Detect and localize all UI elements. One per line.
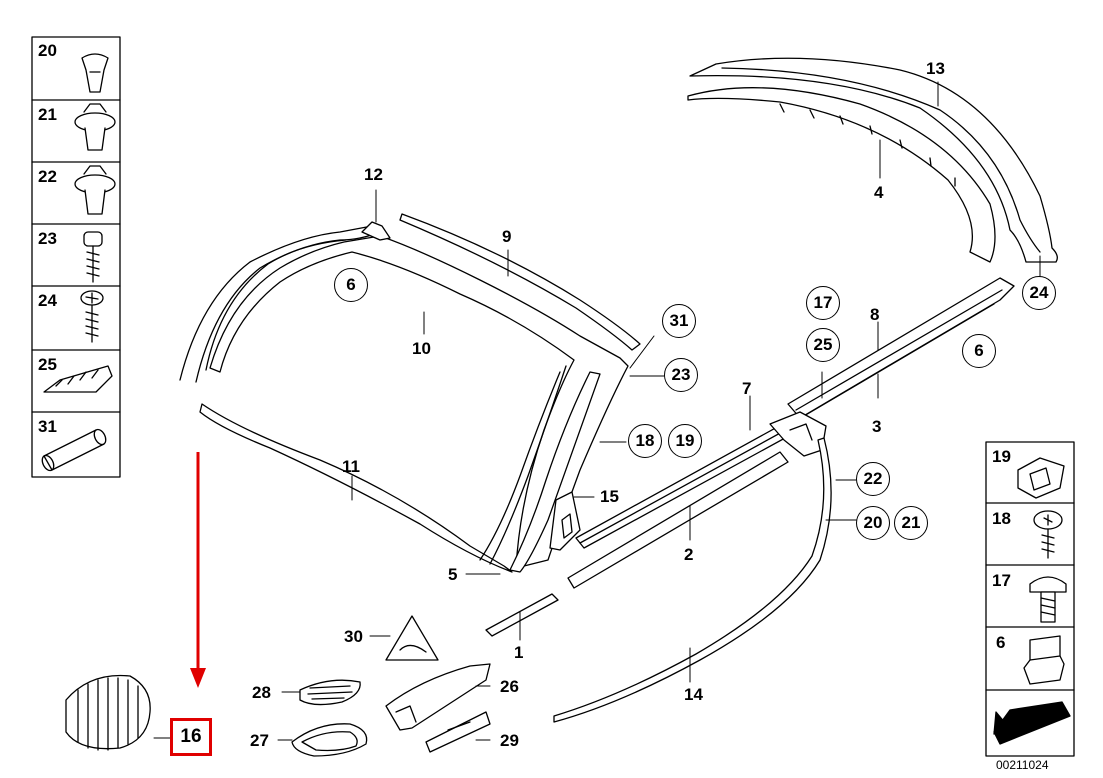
callout-3: 3 — [872, 417, 882, 436]
door-seal-2 — [567, 451, 789, 589]
callout-6-circle: 6 — [334, 268, 368, 302]
legend-left-frame — [31, 36, 121, 478]
diagram-id: 00211024 — [996, 758, 1049, 772]
callout-18-circle: 18 — [628, 424, 662, 458]
callout-20-circle: 20 — [856, 506, 890, 540]
expansion-clip-icon — [74, 103, 116, 151]
callout-15: 15 — [600, 487, 619, 506]
cylinder-pin-icon — [41, 428, 107, 472]
door-bracket — [769, 411, 827, 457]
torx-screw-icon — [1033, 510, 1063, 559]
bottom-seal-11 — [199, 403, 513, 573]
legend-right-num: 19 — [992, 447, 1011, 466]
door-seal-14 — [553, 437, 832, 723]
legend-right-num: 17 — [992, 571, 1011, 590]
callout-23-circle: 23 — [664, 358, 698, 392]
highlight-arrow — [190, 452, 206, 688]
windshield-seal — [179, 225, 381, 383]
arrow-stamp-icon — [993, 701, 1071, 745]
emblem-29 — [425, 711, 491, 753]
callout-22-circle: 22 — [856, 462, 890, 496]
callout-30: 30 — [344, 627, 363, 646]
side-grille-26 — [385, 663, 491, 731]
legend-right-num: 18 — [992, 509, 1011, 528]
push-rivet-icon — [1029, 576, 1067, 623]
callout-8: 8 — [870, 305, 880, 324]
callout-1: 1 — [514, 643, 524, 662]
clip-strip-icon — [43, 365, 113, 393]
bezel-27 — [291, 723, 368, 757]
callout-28: 28 — [252, 683, 271, 702]
callout-19-circle: 19 — [668, 424, 702, 458]
callout-4: 4 — [874, 183, 884, 202]
callout-5: 5 — [448, 565, 458, 584]
callout-26: 26 — [500, 677, 519, 696]
legend-left-num: 31 — [38, 417, 57, 436]
legend-left-num: 22 — [38, 167, 57, 186]
corner-piece-15 — [549, 491, 581, 551]
legend-right-num: 6 — [996, 633, 1006, 652]
spring-nut-icon — [1017, 457, 1065, 499]
top-seal-9 — [399, 213, 641, 351]
legend-left-num: 21 — [38, 105, 57, 124]
callout-12: 12 — [364, 165, 383, 184]
legend-left-num: 24 — [38, 291, 57, 310]
legend-left-num: 20 — [38, 41, 57, 60]
callout-31-circle: 31 — [662, 304, 696, 338]
callout-10: 10 — [412, 339, 431, 358]
callout-21-circle: 21 — [894, 506, 928, 540]
leader-lines — [153, 81, 1041, 741]
callout-24-circle: 24 — [1022, 276, 1056, 310]
upper-corner-12 — [361, 221, 391, 241]
grille-28 — [299, 679, 361, 706]
screw-icon — [80, 290, 104, 343]
legend-left-num: 25 — [38, 355, 57, 374]
badge-30 — [385, 615, 439, 661]
callout-27: 27 — [250, 731, 269, 750]
callout-7: 7 — [742, 379, 752, 398]
roof-trim-4 — [687, 87, 996, 263]
callout-13: 13 — [926, 59, 945, 78]
push-rivet-icon — [81, 53, 109, 93]
trim-strip-1 — [485, 593, 559, 637]
kidney-grille-16 — [65, 674, 151, 751]
clip-icon — [1023, 635, 1065, 685]
roof-trim-13 — [689, 57, 1058, 263]
callout-2: 2 — [684, 545, 694, 564]
callout-14: 14 — [684, 685, 703, 704]
legend-left-num: 23 — [38, 229, 57, 248]
callout-29: 29 — [500, 731, 519, 750]
expansion-clip-icon — [74, 165, 116, 215]
callout-17-circle: 17 — [806, 286, 840, 320]
callout-6-circle: 6 — [962, 334, 996, 368]
callout-11: 11 — [342, 457, 360, 476]
callout-25-circle: 25 — [806, 328, 840, 362]
highlighted-part-16: 16 — [170, 718, 212, 756]
a-pillar-trim-5 — [479, 365, 601, 573]
screw-with-grommet-icon — [83, 231, 103, 283]
callout-9: 9 — [502, 227, 512, 246]
